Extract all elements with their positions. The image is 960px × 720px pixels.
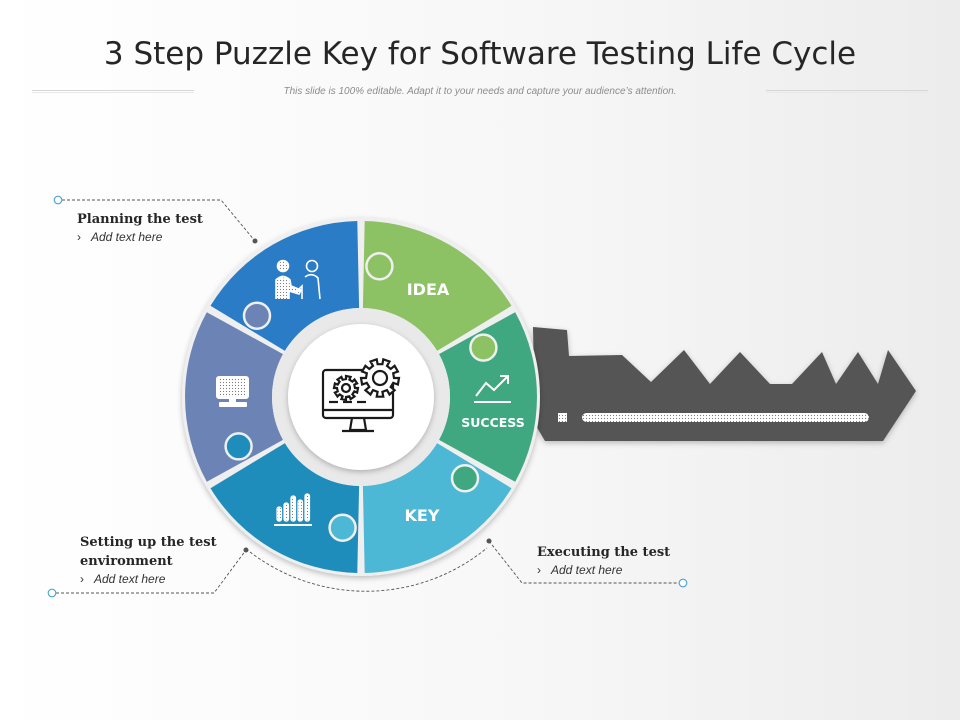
gear-hole [371,369,389,387]
puzzle-knob [242,301,272,330]
gear-hole [340,382,352,394]
business-meeting-icon [275,259,321,300]
callout-executing: Executing the test ›Add text here [537,543,717,577]
callout-node-executing [678,578,688,588]
callout-text-setup: ›Add text here [80,572,166,586]
callout-title-executing: Executing the test [537,545,671,560]
callout-text-executing: ›Add text here [537,563,623,577]
key-shaft [533,327,916,441]
chevron-right-icon: › [80,572,84,586]
key-slot [582,413,869,422]
trend-arrow-icon [474,375,511,403]
callout-node-setup [47,588,57,598]
callout-node-planning [53,195,63,205]
gear-icon [332,374,360,402]
chevron-right-icon: › [77,230,81,244]
page-title: 3 Step Puzzle Key for Software Testing L… [103,36,857,72]
computer-gears-icon [321,357,401,433]
segment-label-success: SUCCESS [461,415,524,430]
callout-text-planning: ›Add text here [77,230,163,244]
segment-label-key: KEY [405,506,440,525]
callout-connector-setup [56,549,247,594]
callout-planning: Planning the test ›Add text here [77,210,247,244]
bottom-arc [249,547,488,592]
page-subtitle: This slide is 100% editable. Adapt it to… [283,86,677,97]
bar-chart-icon [274,493,312,526]
callout-dot-executing [486,538,492,544]
gear-icon [359,357,401,398]
puzzle-knob [365,252,394,281]
puzzle-knob [224,432,253,461]
key-hole [558,413,567,422]
chevron-right-icon: › [537,563,541,577]
callout-dot-setup [243,547,249,553]
title-rule-left [32,90,194,93]
segment-label-idea: IDEA [407,280,450,299]
puzzle-knob [469,333,498,362]
callout-connector-executing [488,540,679,584]
callout-title-setup: Setting up the test environment [80,535,217,569]
segment-idea [362,221,512,351]
callout-dot-planning [252,238,258,244]
puzzle-knob [328,513,357,542]
monitor-icon [216,376,249,407]
segment-success [439,312,537,482]
callout-connector-planning [62,199,256,242]
callout-title-planning: Planning the test [77,212,203,227]
title-rule-right [766,90,928,93]
puzzle-knob [450,464,480,493]
callout-setup: Setting up the test environment ›Add tex… [80,533,240,586]
